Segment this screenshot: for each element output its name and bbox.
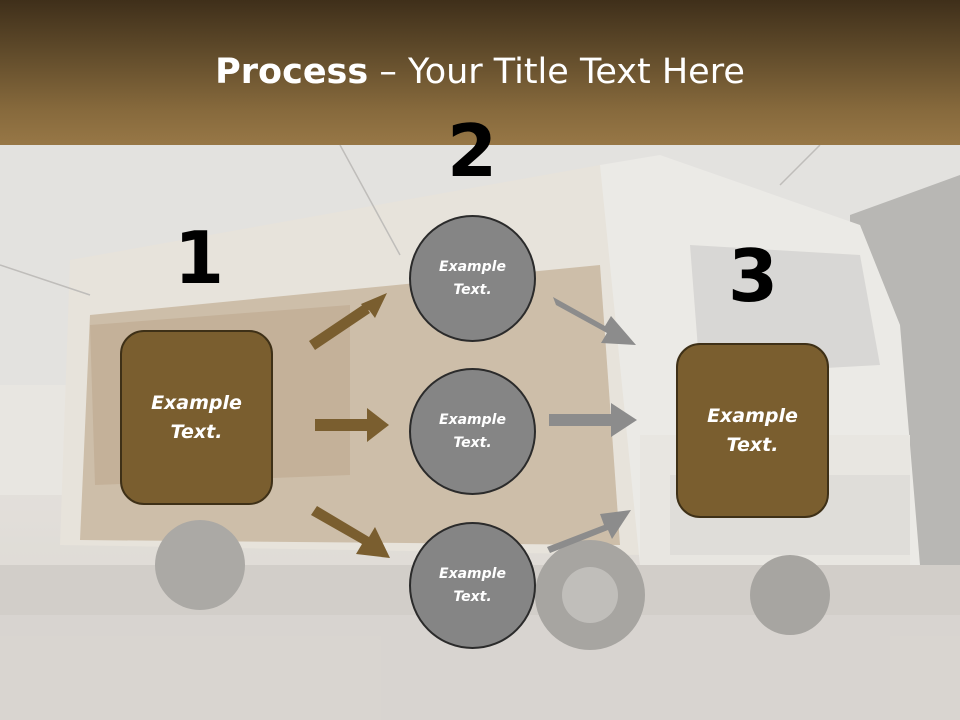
arrow-from-circle-2-icon bbox=[549, 403, 637, 437]
left-box-label: Example Text. bbox=[151, 391, 242, 443]
left-box[interactable]: Example Text. bbox=[120, 330, 273, 505]
circle-3-label: Example Text. bbox=[439, 565, 506, 605]
arrow-to-circle-2-icon bbox=[315, 408, 389, 442]
circle-2-label: Example Text. bbox=[439, 411, 506, 451]
step-number-1: 1 bbox=[173, 216, 225, 300]
arrows-to-right-box bbox=[547, 297, 637, 553]
step-number-2: 2 bbox=[446, 109, 498, 193]
circle-1[interactable]: Example Text. bbox=[409, 215, 536, 342]
circle-1-label: Example Text. bbox=[439, 258, 506, 298]
title-rest: – Your Title Text Here bbox=[368, 52, 745, 92]
circle-2[interactable]: Example Text. bbox=[409, 368, 536, 495]
arrow-to-circle-1-shaft bbox=[309, 304, 370, 350]
arrow-to-circle-1-icon bbox=[312, 293, 387, 349]
slide-title: Process – Your Title Text Here bbox=[0, 52, 960, 92]
arrows-to-circles bbox=[311, 293, 390, 558]
step-number-3: 3 bbox=[727, 234, 779, 318]
right-box-label: Example Text. bbox=[707, 404, 798, 456]
arrow-from-circle-3-icon bbox=[547, 510, 631, 553]
arrow-from-circle-1-icon bbox=[553, 297, 636, 345]
arrow-to-circle-3-icon bbox=[311, 506, 390, 558]
circle-3[interactable]: Example Text. bbox=[409, 522, 536, 649]
title-band bbox=[0, 0, 960, 145]
right-box[interactable]: Example Text. bbox=[676, 343, 829, 518]
title-bold-part: Process bbox=[215, 52, 369, 92]
